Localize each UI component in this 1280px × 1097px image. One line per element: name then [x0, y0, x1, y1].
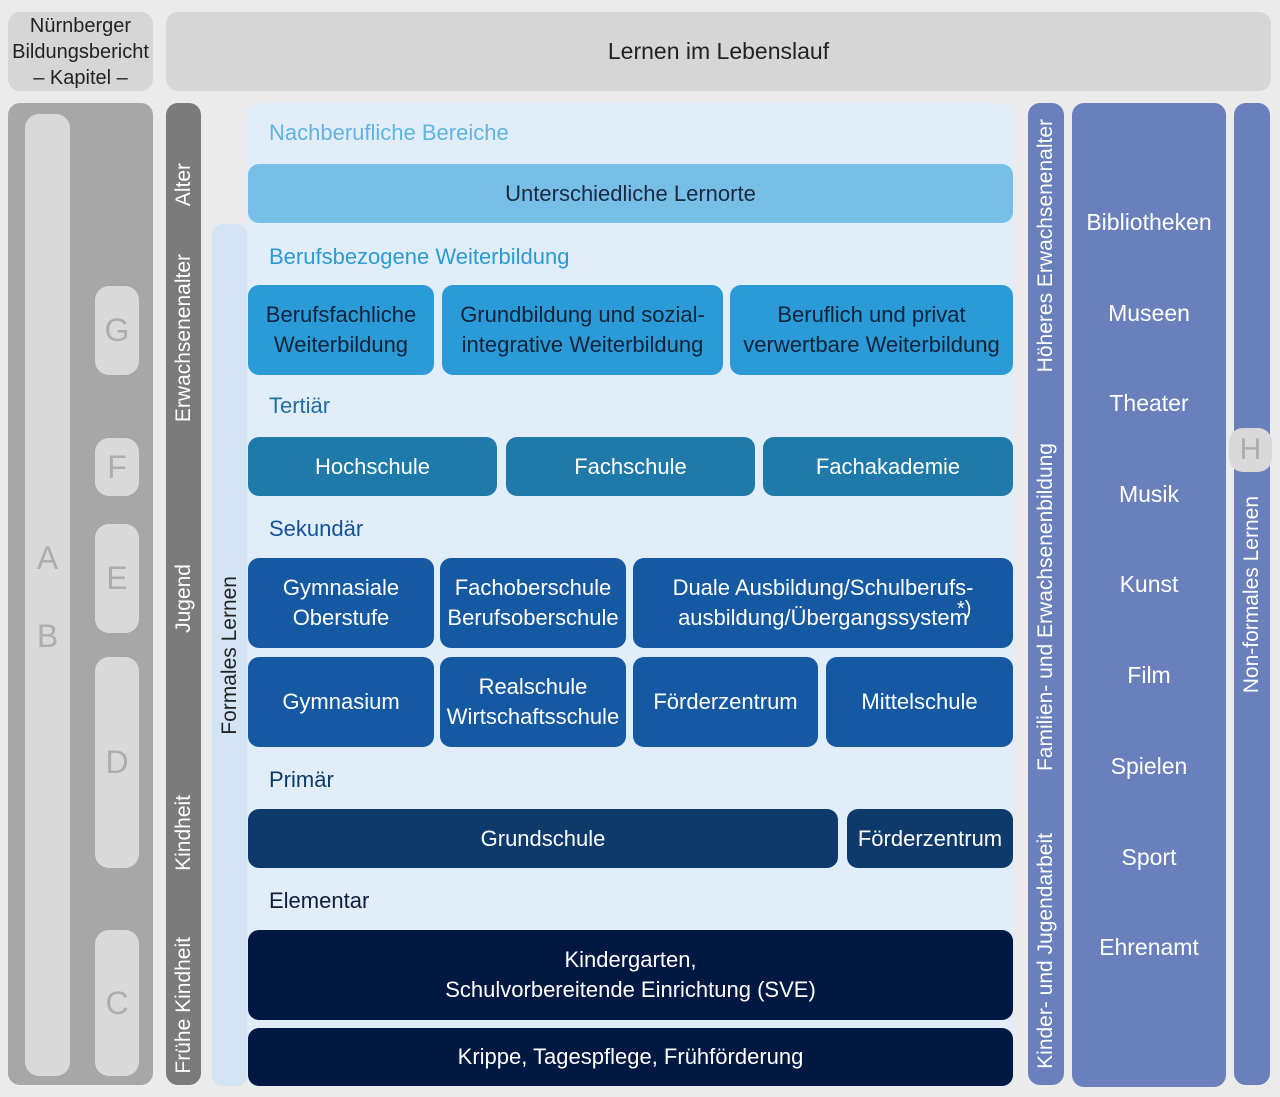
box-krippe: Krippe, Tagespflege, Frühförderung: [248, 1028, 1013, 1086]
box-foerderzentrum-sek: Förderzentrum: [633, 657, 818, 747]
label-nachberuflich: Nachberufliche Bereiche: [269, 120, 509, 145]
formales-lernen-bar: Formales Lernen: [212, 224, 247, 1086]
footnote-mark: *): [957, 598, 972, 620]
box-realschule: Realschule Wirtschaftsschule: [440, 657, 626, 747]
chapter-c: C: [95, 930, 139, 1076]
chapter-header: Nürnberger Bildungsbericht – Kapitel –: [8, 12, 153, 91]
box-grundbildung: Grundbildung und sozial- integrative Wei…: [442, 285, 723, 375]
box-kindergarten: Kindergarten, Schulvorbereitende Einrich…: [248, 930, 1013, 1020]
chapter-f: F: [95, 438, 139, 496]
label-weiterbildung: Berufsbezogene Weiterbildung: [269, 244, 570, 269]
nf-item-museen: Museen: [1108, 300, 1190, 326]
box-duale-ausbildung: Duale Ausbildung/Schulberufs- ausbildung…: [633, 558, 1013, 648]
chapter-e: E: [95, 524, 139, 633]
nf-item-ehrenamt: Ehrenamt: [1099, 934, 1199, 960]
label-elementar: Elementar: [269, 888, 370, 913]
nf-item-kunst: Kunst: [1119, 571, 1179, 597]
box-foerderzentrum-pri: Förderzentrum: [847, 809, 1013, 868]
box-gymnasiale-oberstufe: Gymnasiale Oberstufe: [248, 558, 434, 648]
box-fachoberschule: Fachoberschule Berufsoberschule: [440, 558, 626, 648]
family-bottom: Kinder- und Jugendarbeit: [1034, 833, 1057, 1069]
box-grundschule: Grundschule: [248, 809, 838, 868]
box-mittelschule: Mittelschule: [826, 657, 1013, 747]
nf-item-sport: Sport: [1121, 844, 1177, 870]
nf-item-film: Film: [1127, 662, 1171, 688]
chapter-h: H: [1229, 428, 1272, 472]
box-fachakademie: Fachakademie: [763, 437, 1013, 496]
box-fachschule: Fachschule: [506, 437, 755, 496]
nf-item-theater: Theater: [1109, 390, 1189, 416]
chapter-chip-ab: [25, 114, 70, 1076]
label-tertiaer: Tertiär: [269, 393, 331, 418]
label-primaer: Primär: [269, 767, 334, 792]
nonformal-items-column: [1072, 103, 1226, 1087]
chapter-d: D: [95, 657, 139, 868]
nf-item-bibliotheken: Bibliotheken: [1086, 209, 1212, 235]
age-axis: [166, 103, 201, 1085]
main-title: Lernen im Lebenslauf: [166, 12, 1271, 91]
nonformal-label: Non-formales Lernen: [1240, 496, 1263, 694]
nf-item-musik: Musik: [1118, 481, 1180, 507]
family-top: Höheres Erwachsenenalter: [1034, 119, 1057, 373]
nf-item-spielen: Spielen: [1110, 753, 1188, 779]
box-hochschule: Hochschule: [248, 437, 497, 496]
box-beruflich-privat: Beruflich und privat verwertbare Weiterb…: [730, 285, 1013, 375]
chapter-g: G: [95, 286, 139, 375]
box-berufsfachliche-weiterbildung: Berufsfachliche Weiterbildung: [248, 285, 434, 375]
chapter-b: B: [36, 618, 59, 654]
family-column: [1028, 103, 1064, 1085]
family-middle: Familien- und Erwachsenenbildung: [1034, 443, 1057, 772]
age-alter: Alter: [171, 163, 195, 207]
age-fruehe-kindheit: Frühe Kindheit: [171, 937, 195, 1074]
label-sekundaer: Sekundär: [269, 516, 364, 541]
age-kindheit: Kindheit: [171, 795, 195, 871]
box-gymnasium: Gymnasium: [248, 657, 434, 747]
box-unterschiedliche-lernorte: Unterschiedliche Lernorte: [248, 164, 1013, 223]
nonformal-label-column: [1234, 103, 1270, 1085]
age-erwachsenenalter: Erwachsenenalter: [171, 253, 195, 423]
chapter-a: A: [36, 540, 59, 576]
age-jugend: Jugend: [171, 563, 195, 633]
